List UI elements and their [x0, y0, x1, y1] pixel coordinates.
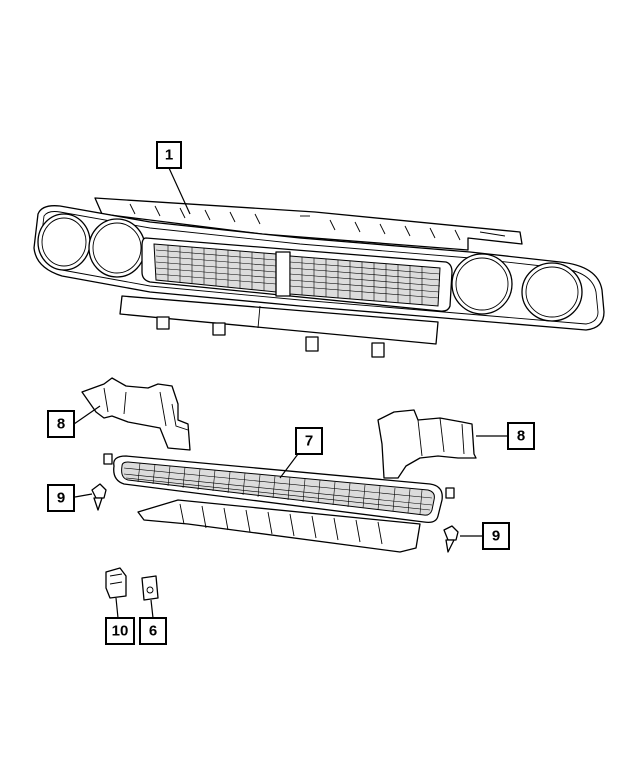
callout-10-label: 10 — [112, 623, 129, 640]
bracket-right — [377, 409, 477, 479]
callout-8-left-label: 8 — [57, 416, 65, 433]
callout-6: 6 — [139, 617, 167, 645]
callout-10: 10 — [105, 617, 135, 645]
callout-9-left: 9 — [47, 484, 75, 512]
lower-grille — [103, 453, 455, 553]
callout-9-right-label: 9 — [492, 528, 500, 545]
bracket-left — [81, 377, 191, 451]
screw-left — [91, 483, 107, 511]
callout-7-label: 7 — [305, 433, 313, 450]
callout-8-right-label: 8 — [517, 428, 525, 445]
callout-8-right: 8 — [507, 422, 535, 450]
callout-1: 1 — [156, 141, 182, 169]
callout-1-label: 1 — [165, 147, 173, 164]
leader-lines — [73, 167, 508, 619]
grille-fascia-assembly — [33, 197, 605, 358]
callout-9-left-label: 9 — [57, 490, 65, 507]
callout-6-label: 6 — [149, 623, 157, 640]
screw-right — [443, 525, 459, 553]
nut-part-6 — [141, 575, 159, 601]
callout-8-left: 8 — [47, 410, 75, 438]
callout-7: 7 — [295, 427, 323, 455]
clip-part-10 — [105, 567, 127, 599]
callout-9-right: 9 — [482, 522, 510, 550]
